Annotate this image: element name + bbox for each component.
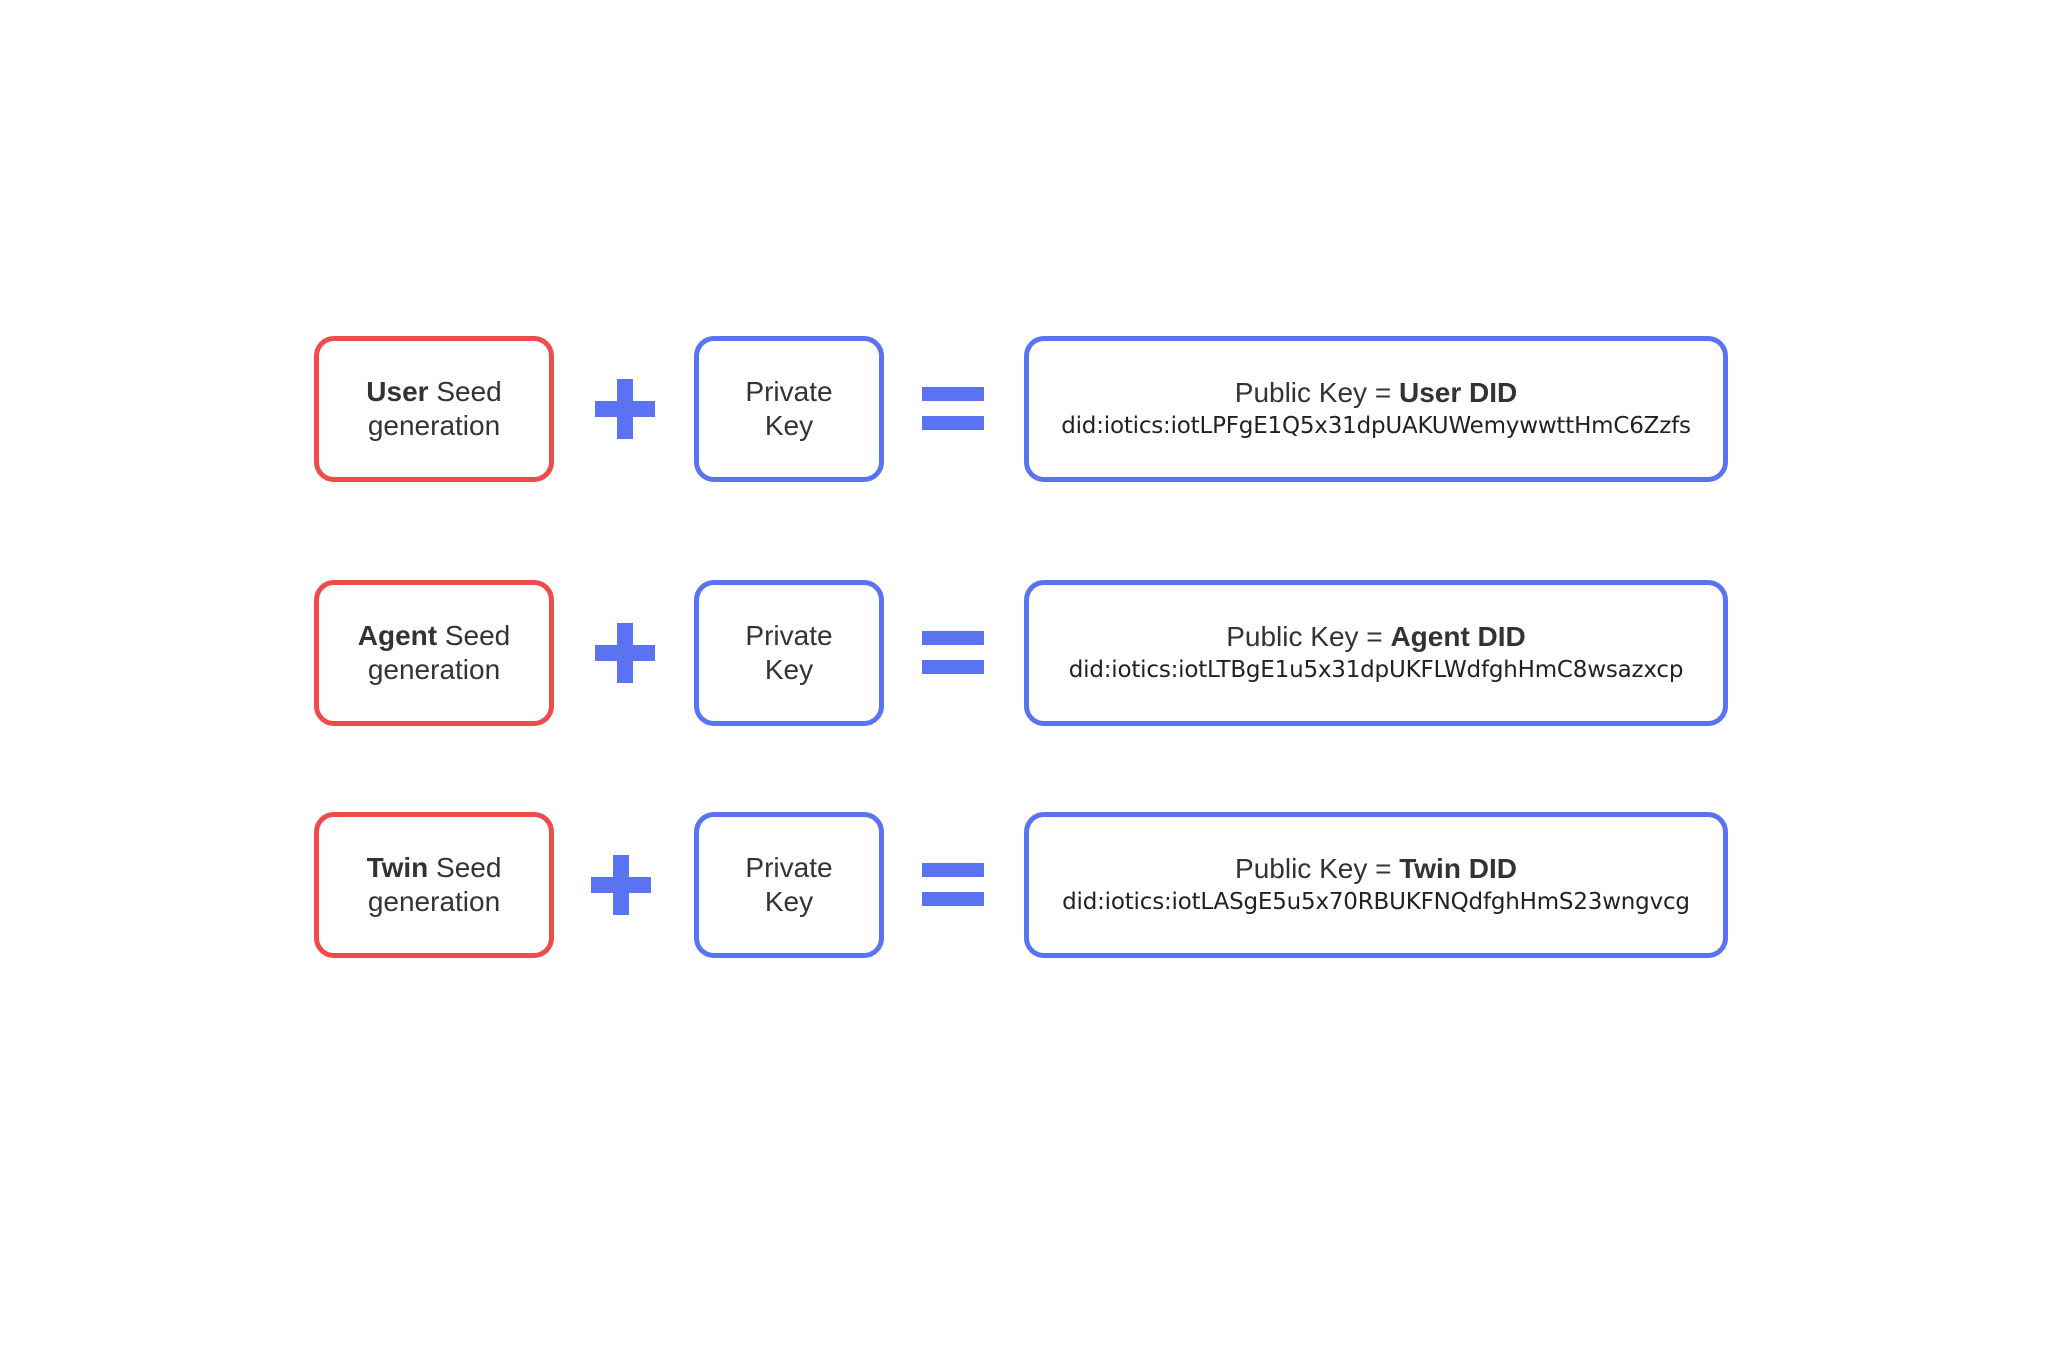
equals-icon [918, 812, 988, 958]
seed-generation-box: Twin Seed generation [314, 812, 554, 958]
public-key-did-box: Public Key = Twin DID did:iotics:iotLASg… [1024, 812, 1728, 958]
seed-word: Seed [437, 620, 511, 651]
private-key-box: Private Key [694, 580, 884, 726]
private-key-line1: Private [745, 620, 833, 651]
did-value: did:iotics:iotLPFgE1Q5x31dpUAKUWemywwttH… [1061, 413, 1691, 439]
plus-icon [590, 580, 660, 726]
plus-icon [586, 812, 656, 958]
seed-type-label: Twin [366, 852, 429, 883]
private-key-line1: Private [745, 376, 833, 407]
public-key-prefix: Public Key = [1235, 853, 1400, 884]
seed-label: User Seed [366, 375, 501, 409]
did-value: did:iotics:iotLTBgE1u5x31dpUKFLWdfghHmC8… [1068, 657, 1684, 683]
seed-generation-word: generation [367, 654, 501, 685]
private-key-line2: Key [764, 886, 814, 917]
seed-word: Seed [428, 852, 502, 883]
equals-icon-graphic [922, 631, 984, 674]
public-key-did-box: Public Key = User DID did:iotics:iotLPFg… [1024, 336, 1728, 482]
did-row-user: User Seed generation Private Key Public … [0, 336, 2060, 482]
public-key-prefix: Public Key = [1226, 621, 1391, 652]
seed-word: Seed [428, 376, 502, 407]
private-key-box: Private Key [694, 336, 884, 482]
equals-icon-graphic [922, 387, 984, 430]
equals-icon [918, 336, 988, 482]
equals-icon-graphic [922, 863, 984, 906]
public-key-did-box: Public Key = Agent DID did:iotics:iotLTB… [1024, 580, 1728, 726]
seed-generation-box: User Seed generation [314, 336, 554, 482]
public-key-heading: Public Key = User DID [1235, 376, 1517, 410]
private-key-line2: Key [764, 410, 814, 441]
private-key-line2: Key [764, 654, 814, 685]
public-key-heading: Public Key = Twin DID [1235, 852, 1517, 886]
did-type-label: Agent DID [1390, 621, 1526, 652]
seed-generation-word: generation [367, 410, 501, 441]
seed-type-label: User [366, 376, 429, 407]
seed-label: Twin Seed [367, 851, 502, 885]
public-key-prefix: Public Key = [1234, 377, 1399, 408]
seed-generation-word: generation [367, 886, 501, 917]
seed-generation-box: Agent Seed generation [314, 580, 554, 726]
plus-icon-graphic [595, 379, 655, 439]
seed-type-label: Agent [357, 620, 438, 651]
did-row-twin: Twin Seed generation Private Key Public … [0, 812, 2060, 958]
did-type-label: Twin DID [1399, 853, 1517, 884]
equals-icon [918, 580, 988, 726]
plus-icon-graphic [591, 855, 651, 915]
private-key-box: Private Key [694, 812, 884, 958]
plus-icon-graphic [595, 623, 655, 683]
plus-icon [590, 336, 660, 482]
public-key-heading: Public Key = Agent DID [1226, 620, 1526, 654]
did-row-agent: Agent Seed generation Private Key Public… [0, 580, 2060, 726]
did-value: did:iotics:iotLASgE5u5x70RBUKFNQdfghHmS2… [1062, 889, 1690, 915]
private-key-line1: Private [745, 852, 833, 883]
seed-label: Agent Seed [358, 619, 511, 653]
did-type-label: User DID [1398, 377, 1518, 408]
